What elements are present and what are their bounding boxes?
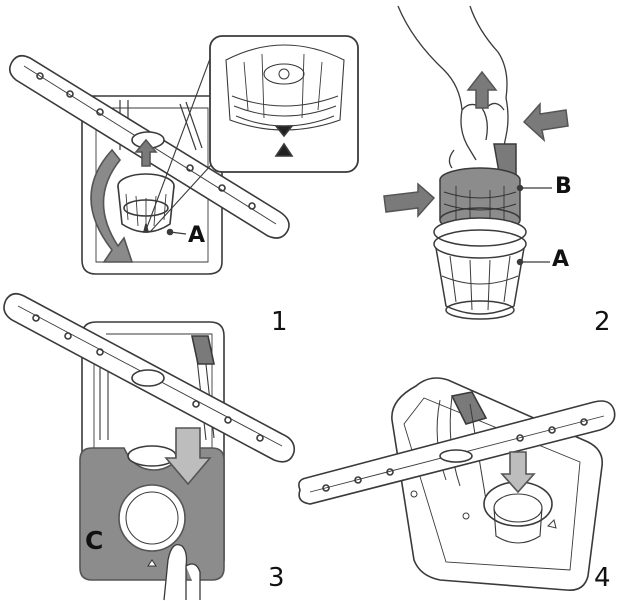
filter-a-2 <box>433 217 527 320</box>
plate-hole <box>118 484 186 552</box>
spray-arm-3 <box>3 292 296 463</box>
squeeze-arrow-right <box>522 102 569 143</box>
panel-3 <box>3 292 296 601</box>
label-c-panel-3: C <box>85 526 104 555</box>
step-number-4: 4 <box>594 563 611 593</box>
label-a-panel-1: A <box>188 223 206 248</box>
panel-1 <box>8 35 359 275</box>
inset-marker-up <box>274 142 294 157</box>
panel-2 <box>383 5 569 320</box>
filter-top-3 <box>127 445 177 467</box>
panel-4 <box>298 377 616 592</box>
inset-detail-1 <box>209 35 359 173</box>
spray-arm-4 <box>298 400 616 505</box>
step-number-3: 3 <box>268 563 285 593</box>
pipe-3 <box>99 345 215 441</box>
filter-1 <box>117 173 175 233</box>
down-arrow-4 <box>500 451 536 494</box>
clip-3 <box>191 335 215 365</box>
hand-3 <box>163 543 201 601</box>
rotate-arrow-1 <box>90 148 134 263</box>
step-number-2: 2 <box>594 307 611 337</box>
down-arrow-3 <box>164 427 212 486</box>
up-arrow-1 <box>134 138 158 167</box>
label-b-panel-2: B <box>555 174 572 199</box>
inset-marker-down <box>274 125 294 138</box>
step-number-1: 1 <box>271 307 288 337</box>
label-a-panel-2: A <box>552 247 570 272</box>
tub-outline-4 <box>391 377 604 592</box>
squeeze-arrow-left <box>383 182 436 218</box>
up-arrow-2 <box>466 70 498 109</box>
clip-4 <box>450 391 488 425</box>
